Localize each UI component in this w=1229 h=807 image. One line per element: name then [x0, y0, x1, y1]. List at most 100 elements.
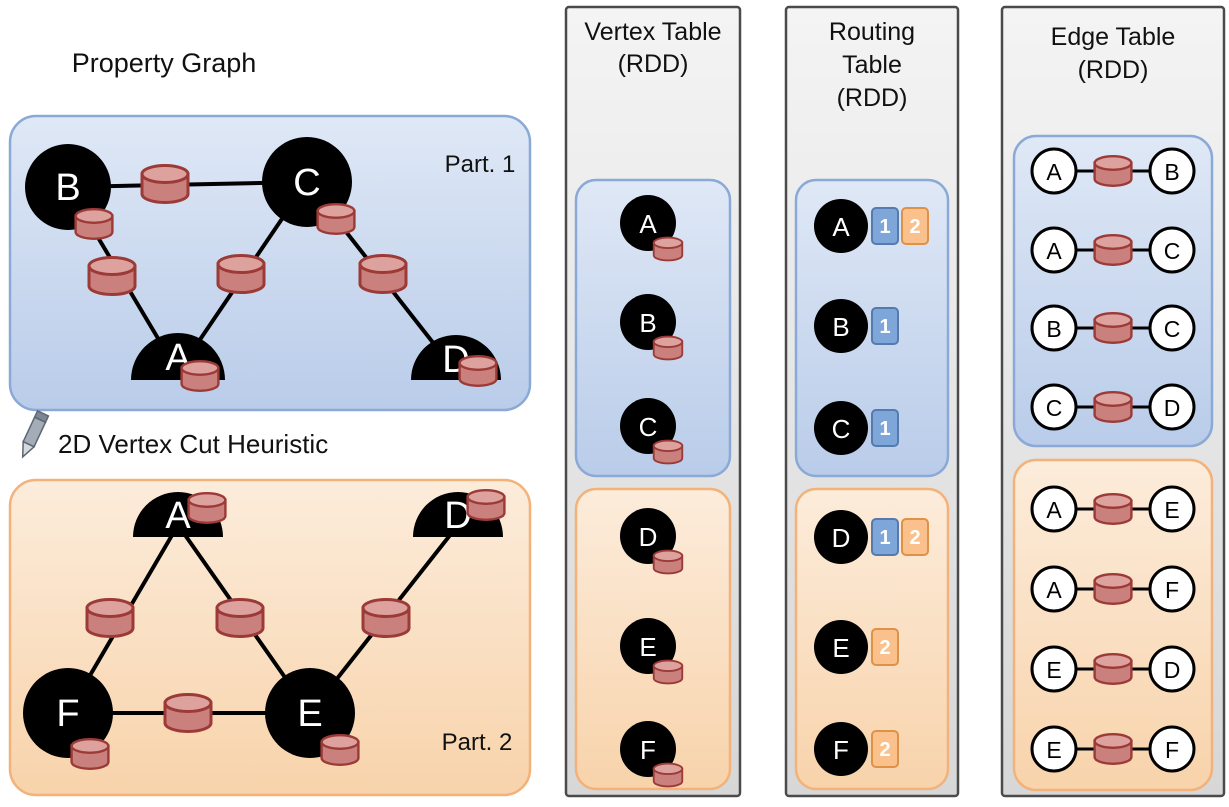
routing-table-title-line3: (RDD)	[837, 84, 908, 112]
vertex-table-node	[620, 721, 676, 777]
edge-property-cylinder-icon	[1093, 493, 1133, 525]
vertex-property-cylinder-icon	[70, 738, 110, 770]
routing-node	[814, 620, 868, 674]
edge-dst-label: F	[1165, 737, 1179, 763]
edge-property-cylinder-icon	[1093, 573, 1133, 605]
vertex-table-title-line1: Vertex Table	[584, 18, 721, 46]
vertex-property-cylinder-icon	[652, 335, 684, 361]
edge-dst-node	[1148, 645, 1196, 693]
partition1-badge	[871, 518, 899, 556]
edge-src-label: A	[1046, 497, 1062, 523]
vertex-property-cylinder-icon	[74, 207, 114, 241]
routing-node	[814, 510, 868, 564]
vertex-table-node	[620, 618, 676, 674]
edge-property-cylinder-icon	[1093, 312, 1133, 345]
edge-property-cylinder-icon	[140, 164, 190, 204]
vertex-property-cylinder-icon	[652, 659, 684, 685]
routing-table-title-line2: Table	[842, 51, 902, 79]
edge-src-node	[1030, 565, 1078, 613]
edge-src-label: A	[1046, 577, 1062, 603]
vertex-property-cylinder-icon	[652, 762, 684, 788]
edge-dst-node	[1148, 226, 1196, 274]
edge-dst-node	[1148, 147, 1196, 195]
partition1-badge	[871, 207, 899, 245]
vertex-table-title-line2: (RDD)	[618, 50, 689, 78]
edge-dst-label: C	[1164, 238, 1181, 264]
edge-dst-node	[1148, 304, 1196, 352]
edge-property-cylinder-icon	[1093, 653, 1133, 685]
partition2-badge-label: 2	[909, 216, 920, 238]
partition1-badge-label: 1	[879, 316, 890, 338]
vertex-table-node-label: C	[639, 412, 658, 442]
vertex-table-node	[620, 294, 676, 350]
edge-table-partition2-box	[1012, 458, 1214, 792]
partition2-badge	[871, 730, 899, 768]
partition1-badge-label: 1	[879, 418, 890, 440]
partition1-box	[8, 114, 532, 412]
vertex-property-cylinder-icon	[466, 489, 506, 521]
vertex-property-cylinder-icon	[316, 202, 356, 236]
property-graph-title: Property Graph	[72, 48, 257, 78]
vertex-property-cylinder-icon	[458, 355, 498, 388]
edge-src-label: A	[1046, 159, 1062, 185]
vertex-table-node	[620, 508, 676, 564]
partition2-badge-label: 2	[909, 527, 920, 549]
edge-src-node	[1030, 645, 1078, 693]
routing-node-label: B	[832, 312, 849, 342]
vertex-f-label: F	[56, 693, 79, 735]
edge-dst-label: E	[1164, 497, 1179, 523]
edge-src-node	[1030, 147, 1078, 195]
edge-src-node	[1030, 226, 1078, 274]
vertex-table-node-label: E	[639, 632, 656, 662]
vertex-e-label: E	[297, 693, 322, 735]
vertex-table-node-label: F	[640, 735, 656, 765]
edge-src-node	[1030, 725, 1078, 773]
vertex-cut-heuristic-label: 2D Vertex Cut Heuristic	[58, 429, 328, 459]
vertex-table-node-label: B	[639, 308, 656, 338]
edge-src-label: E	[1046, 657, 1061, 683]
partition1-badge	[871, 409, 899, 447]
partition1-label: Part. 1	[445, 151, 516, 178]
edge-property-cylinder-icon	[361, 598, 411, 638]
edge-src-node	[1030, 485, 1078, 533]
edge-dst-node	[1148, 565, 1196, 613]
edge-dst-label: F	[1165, 577, 1179, 603]
edge-dst-node	[1148, 485, 1196, 533]
routing-node-label: D	[832, 523, 851, 553]
edge-src-label: C	[1046, 395, 1063, 421]
vertex-table-node	[620, 398, 676, 454]
edge-property-cylinder-icon	[1093, 733, 1133, 765]
edge-property-cylinder-icon	[87, 256, 137, 296]
edge-dst-node	[1148, 383, 1196, 431]
edge-dst-node	[1148, 725, 1196, 773]
pencil-icon	[21, 409, 50, 459]
edge-dst-label: D	[1164, 657, 1181, 683]
vertex-property-cylinder-icon	[652, 439, 684, 465]
partition1-badge-label: 1	[879, 527, 890, 549]
edge-src-label: E	[1046, 737, 1061, 763]
vertex-property-cylinder-icon	[180, 360, 220, 393]
routing-node	[814, 401, 868, 455]
edge-property-cylinder-icon	[1093, 391, 1133, 424]
routing-node	[814, 299, 868, 353]
partition2-label: Part. 2	[442, 729, 513, 756]
vertex-table-node-label: D	[639, 522, 658, 552]
partition2-badge	[901, 518, 929, 556]
routing-node-label: C	[832, 414, 851, 444]
edge-dst-label: B	[1164, 159, 1179, 185]
routing-table-title-line1: Routing	[829, 18, 915, 46]
routing-node	[814, 722, 868, 776]
edge-property-cylinder-icon	[216, 254, 266, 294]
edge-property-cylinder-icon	[85, 598, 135, 638]
routing-node-label: F	[833, 735, 849, 765]
edge-src-label: A	[1046, 238, 1062, 264]
edge-table-partition1-box	[1012, 134, 1214, 448]
vertex-f-node	[23, 668, 113, 758]
routing-node-label: A	[832, 212, 850, 242]
routing-node-label: E	[832, 633, 849, 663]
edge-property-cylinder-icon	[1093, 233, 1133, 267]
partition2-badge	[901, 207, 929, 245]
partition2-box	[8, 478, 532, 797]
